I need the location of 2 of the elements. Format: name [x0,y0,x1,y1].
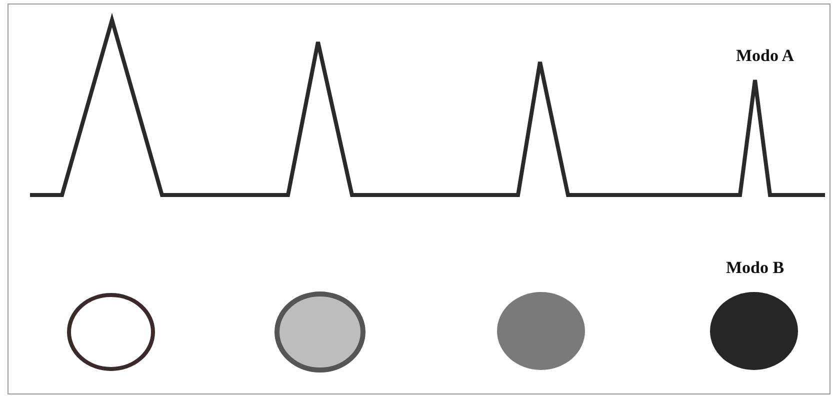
mode-label: Modo B [726,258,784,278]
mode-label: Modo A [736,46,794,66]
